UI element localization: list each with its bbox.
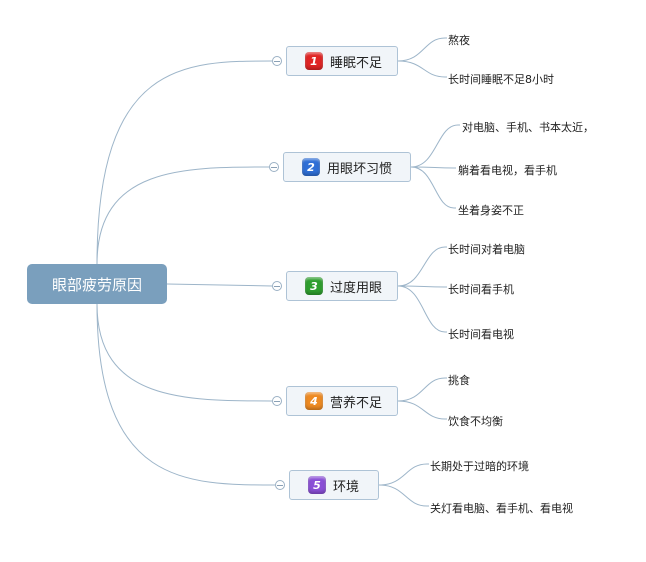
number-badge-4-icon: 4 <box>305 392 323 410</box>
branch-label-1: 睡眠不足 <box>330 55 383 71</box>
connector-branch-5-leaf-2 <box>378 484 429 507</box>
connector-root-branch-4 <box>96 303 273 402</box>
connector-branch-2-leaf-2 <box>410 166 456 169</box>
connector-branch-2-leaf-1 <box>410 124 460 168</box>
leaf-3-1[interactable]: 长时间对着电脑 <box>448 243 525 256</box>
connector-branch-1-leaf-1 <box>397 37 447 62</box>
leaf-3-3[interactable]: 长时间看电视 <box>448 328 514 341</box>
connector-branch-1-leaf-2 <box>397 60 447 78</box>
leaf-3-2[interactable]: 长时间看手机 <box>448 283 514 296</box>
leaf-2-1[interactable]: 对电脑、手机、书本太近， <box>462 121 594 134</box>
number-badge-3-icon: 3 <box>305 277 323 295</box>
branch-topic-5[interactable]: 5 环境 <box>289 470 379 500</box>
connector-branch-4-leaf-1 <box>397 377 447 402</box>
connector-root-branch-3 <box>166 283 273 287</box>
leaf-2-3[interactable]: 坐着身姿不正 <box>458 204 524 217</box>
collapse-toggle-2-icon[interactable] <box>269 162 279 172</box>
branch-topic-1[interactable]: 1 睡眠不足 <box>286 46 398 76</box>
connector-branch-2-leaf-3 <box>410 166 456 209</box>
number-badge-1-icon: 1 <box>305 52 323 70</box>
number-badge-5-icon: 5 <box>308 476 326 494</box>
collapse-toggle-3-icon[interactable] <box>272 281 282 291</box>
leaf-1-2[interactable]: 长时间睡眠不足8小时 <box>448 73 554 86</box>
branch-label-5: 环境 <box>333 479 360 495</box>
connector-branch-3-leaf-1 <box>397 246 447 287</box>
root-topic[interactable]: 眼部疲劳原因 <box>27 264 167 304</box>
connector-branch-3-leaf-3 <box>397 285 447 333</box>
connector-root-branch-5 <box>96 303 276 486</box>
branch-label-4: 营养不足 <box>330 395 383 411</box>
leaf-2-2[interactable]: 躺着看电视，看手机 <box>458 164 557 177</box>
connector-branch-3-leaf-2 <box>397 285 447 288</box>
collapse-toggle-5-icon[interactable] <box>275 480 285 490</box>
leaf-5-1[interactable]: 长期处于过暗的环境 <box>430 460 529 473</box>
leaf-4-1[interactable]: 挑食 <box>448 374 470 387</box>
branch-topic-3[interactable]: 3 过度用眼 <box>286 271 398 301</box>
connector-branch-4-leaf-2 <box>397 400 447 420</box>
branch-topic-4[interactable]: 4 营养不足 <box>286 386 398 416</box>
leaf-4-2[interactable]: 饮食不均衡 <box>448 415 503 428</box>
number-badge-2-icon: 2 <box>302 158 320 176</box>
connector-branch-5-leaf-1 <box>378 463 429 486</box>
connector-root-branch-1 <box>96 60 273 265</box>
branch-topic-2[interactable]: 2 用眼坏习惯 <box>283 152 411 182</box>
collapse-toggle-4-icon[interactable] <box>272 396 282 406</box>
leaf-1-1[interactable]: 熬夜 <box>448 34 470 47</box>
connector-root-branch-2 <box>96 166 270 265</box>
branch-label-2: 用眼坏习惯 <box>327 161 393 177</box>
leaf-5-2[interactable]: 关灯看电脑、看手机、看电视 <box>430 502 573 515</box>
collapse-toggle-1-icon[interactable] <box>272 56 282 66</box>
branch-label-3: 过度用眼 <box>330 280 383 296</box>
